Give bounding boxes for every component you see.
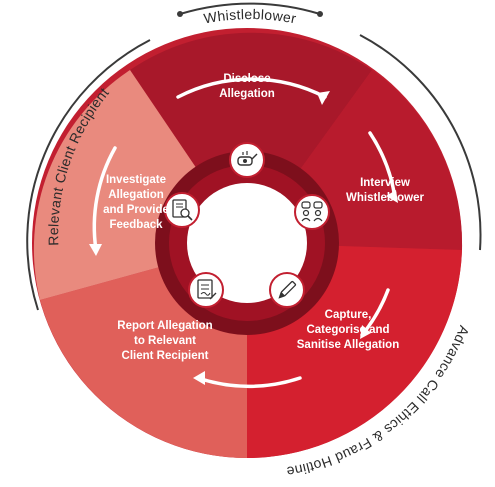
center-hub bbox=[187, 183, 307, 303]
arrow-4 bbox=[196, 376, 302, 389]
step-label-line: Capture, bbox=[325, 309, 372, 321]
step-label-line: Interview bbox=[360, 177, 410, 189]
step-label-line: Categorise and bbox=[306, 324, 389, 336]
step-label-line: to Relevant bbox=[134, 335, 196, 347]
step-label-line: Disclose bbox=[223, 73, 270, 85]
step-label-line: Investigate bbox=[106, 174, 166, 186]
pen-icon bbox=[278, 280, 297, 299]
arrow-head-1 bbox=[317, 91, 330, 105]
arrow-1 bbox=[176, 77, 327, 99]
step-label-line: Allegation bbox=[219, 88, 275, 100]
step-label-line: Client Recipient bbox=[122, 350, 209, 362]
step-label-line: Report Allegation bbox=[117, 320, 212, 332]
arrow-head-5 bbox=[89, 244, 102, 256]
step-label-line: Feedback bbox=[109, 219, 163, 231]
icon-node-interview bbox=[294, 194, 330, 230]
outer-ring-lines bbox=[26, 2, 482, 311]
chat-people-icon bbox=[301, 201, 323, 222]
magnifier-document-icon bbox=[172, 199, 193, 221]
whistle-icon bbox=[237, 151, 258, 166]
arrow-head-2 bbox=[386, 190, 398, 203]
icon-node-disclose bbox=[229, 142, 265, 178]
icon-node-capture bbox=[269, 272, 305, 308]
arrow-head-4 bbox=[193, 371, 205, 385]
step-label-line: Allegation bbox=[108, 189, 164, 201]
icon-node-investigate bbox=[164, 192, 200, 228]
arrow-heads bbox=[89, 91, 398, 385]
step-label-line: Whistleblower bbox=[346, 192, 424, 204]
ring-label-whistleblower: Whistleblower bbox=[202, 6, 297, 26]
icon-node-report bbox=[188, 272, 224, 308]
step-label-line: and Provide bbox=[103, 204, 169, 216]
arrow-5 bbox=[92, 146, 117, 252]
segment-top bbox=[130, 32, 372, 244]
step-label-line: Sanitise Allegation bbox=[297, 339, 399, 351]
arrow-head-3 bbox=[360, 325, 371, 339]
signed-document-icon bbox=[197, 279, 217, 300]
